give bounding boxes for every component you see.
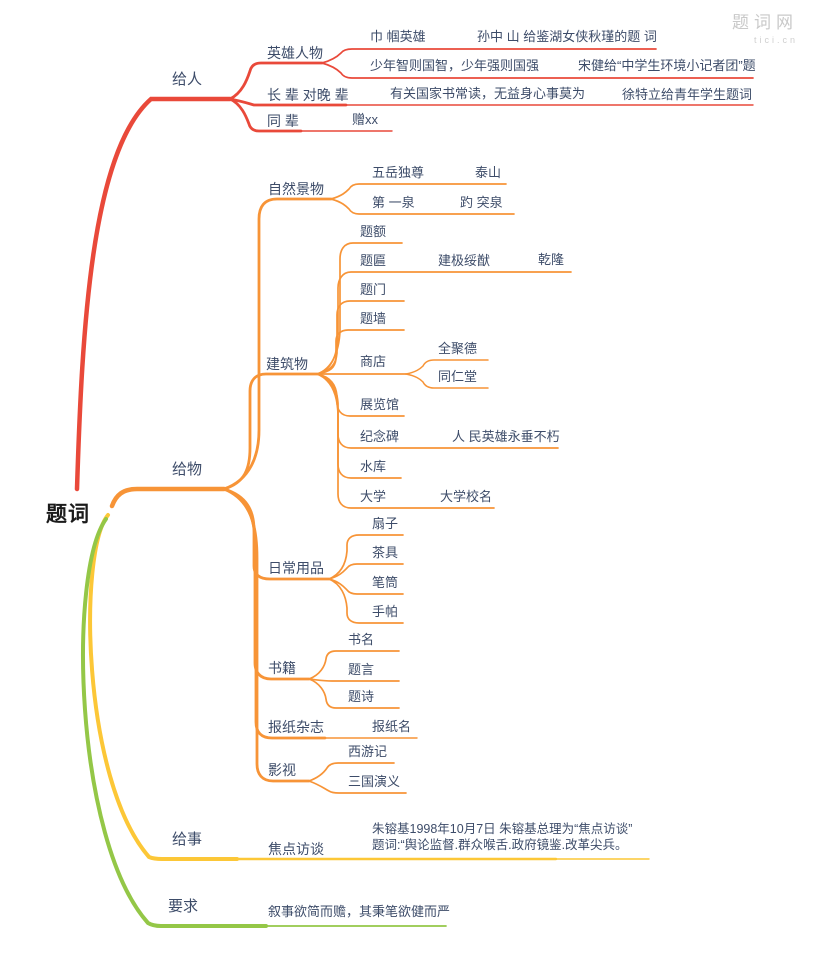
node-book-name[interactable]: 书名 [348,632,375,647]
connector-newspaper [222,487,327,740]
node-tea-set[interactable]: 茶具 [372,545,399,560]
node-building[interactable]: 建筑物 [266,356,308,372]
node-wall-inscription[interactable]: 题墙 [360,311,387,326]
connector-quanjude [405,359,489,375]
node-youth-motto[interactable]: 少年智则国智，少年强则国强 [370,58,540,73]
connector-tea [328,563,404,580]
note-requirement[interactable]: 叙事欲简而赡，其秉笔欲健而严 [268,904,451,919]
note-peer[interactable]: 赠xx [352,112,379,127]
connector-gate [316,300,405,375]
note-elder-source[interactable]: 徐特立给青年学生题词 [622,87,753,102]
connector-university [316,373,495,509]
note-elder-advice[interactable]: 有关国家书常读，无益身心事莫为 [390,86,586,101]
note-wuyue[interactable]: 泰山 [475,165,502,180]
node-give-person[interactable]: 给人 [172,71,203,88]
connector-fan [328,534,404,580]
connector-requirement-trunk [81,517,268,928]
connector-give-event-trunk [88,513,239,861]
node-university[interactable]: 大学 [360,489,387,504]
note-monument[interactable]: 人 民英雄永垂不朽 [452,429,560,444]
node-newspaper[interactable]: 报纸杂志 [268,719,324,735]
note-jiaodian-line1: 朱镕基1998年10月7日 朱镕基总理为“焦点访谈” [372,822,633,836]
node-first-spring[interactable]: 第 一泉 [372,195,415,210]
node-shop[interactable]: 商店 [360,354,387,369]
node-forehead-inscription[interactable]: 题额 [360,224,387,239]
node-jiaodian[interactable]: 焦点访谈 [268,841,324,857]
connector-plaque [316,271,572,375]
connector-xiyouji [308,762,395,782]
node-fan[interactable]: 扇子 [372,516,399,531]
node-film[interactable]: 影视 [268,762,296,778]
connector-reservoir [316,373,402,479]
site-watermark: 题词网 tici.cn [732,8,798,45]
note-newspaper[interactable]: 报纸名 [372,719,412,734]
node-exhibition-hall[interactable]: 展览馆 [360,397,400,412]
node-gate-inscription[interactable]: 题门 [360,282,387,297]
node-peer[interactable]: 同 辈 [267,113,299,129]
connector-sanguo [308,780,407,794]
node-quanjude[interactable]: 全聚德 [438,341,478,356]
connector-pen-holder [328,578,404,595]
node-plaque[interactable]: 题匾 [360,253,387,268]
connector-hero [228,61,324,101]
node-preface[interactable]: 题言 [348,662,375,677]
connector-tongrentang [405,373,489,389]
node-poem[interactable]: 题诗 [348,689,375,704]
node-requirement[interactable]: 要求 [168,898,199,915]
node-sanguo[interactable]: 三国演义 [348,774,401,789]
node-daily-items[interactable]: 日常用品 [268,560,324,576]
watermark-domain: tici.cn [753,35,798,45]
node-hero-figures[interactable]: 英雄人物 [267,45,323,61]
connector-give-person-trunk [74,96,233,492]
connector-youth [321,62,754,79]
node-tongrentang[interactable]: 同仁堂 [438,369,478,384]
node-heroine[interactable]: 巾 帼英雄 [370,29,426,44]
node-wuyue[interactable]: 五岳独尊 [372,165,425,180]
connector-wuyue [330,183,507,200]
node-pen-holder[interactable]: 笔筒 [372,575,399,590]
connector-poem [308,678,400,709]
connector-preface [308,678,400,682]
node-give-thing[interactable]: 给物 [172,461,203,478]
connector-heroine [321,48,657,64]
watermark-logo: 题词网 [732,13,798,33]
connector-film [222,487,311,783]
connector-book-name [308,650,400,680]
connector-building [222,372,319,491]
note-plaque-author[interactable]: 乾隆 [538,252,565,267]
note-heroine[interactable]: 孙中 山 给鉴湖女侠秋瑾的题 词 [477,29,657,44]
node-monument[interactable]: 纪念碑 [360,429,400,444]
note-plaque-text[interactable]: 建极绥猷 [438,253,491,268]
node-reservoir[interactable]: 水库 [360,459,387,474]
node-handkerchief[interactable]: 手帕 [372,604,399,619]
connector-books [222,487,311,681]
node-books[interactable]: 书籍 [268,660,296,676]
node-nature[interactable]: 自然景物 [268,181,324,197]
node-elder-to-junior[interactable]: 长 辈 对晚 辈 [267,87,349,103]
note-jiaodian-line2: 题词:“舆论监督.群众喉舌.政府镜鉴.改革尖兵。 [372,838,628,852]
connector-nature [222,197,333,491]
note-jiaodian[interactable]: 朱镕基1998年10月7日 朱镕基总理为“焦点访谈” 题词:“舆论监督.群众喉舌… [372,821,632,853]
note-first-spring[interactable]: 趵 突泉 [460,195,503,210]
node-give-event[interactable]: 给事 [172,831,203,848]
connector-give-thing-trunk [109,486,227,509]
connector-wall [316,329,405,375]
note-youth-motto[interactable]: 宋健给“中学生环境小记者团”题 [578,58,756,73]
connector-handkerchief [328,578,404,624]
node-xiyouji[interactable]: 西游记 [348,744,388,759]
connector-peer [228,97,303,133]
note-university[interactable]: 大学校名 [440,489,493,504]
root-node[interactable]: 题词 [46,503,90,526]
connector-spring [330,198,515,215]
